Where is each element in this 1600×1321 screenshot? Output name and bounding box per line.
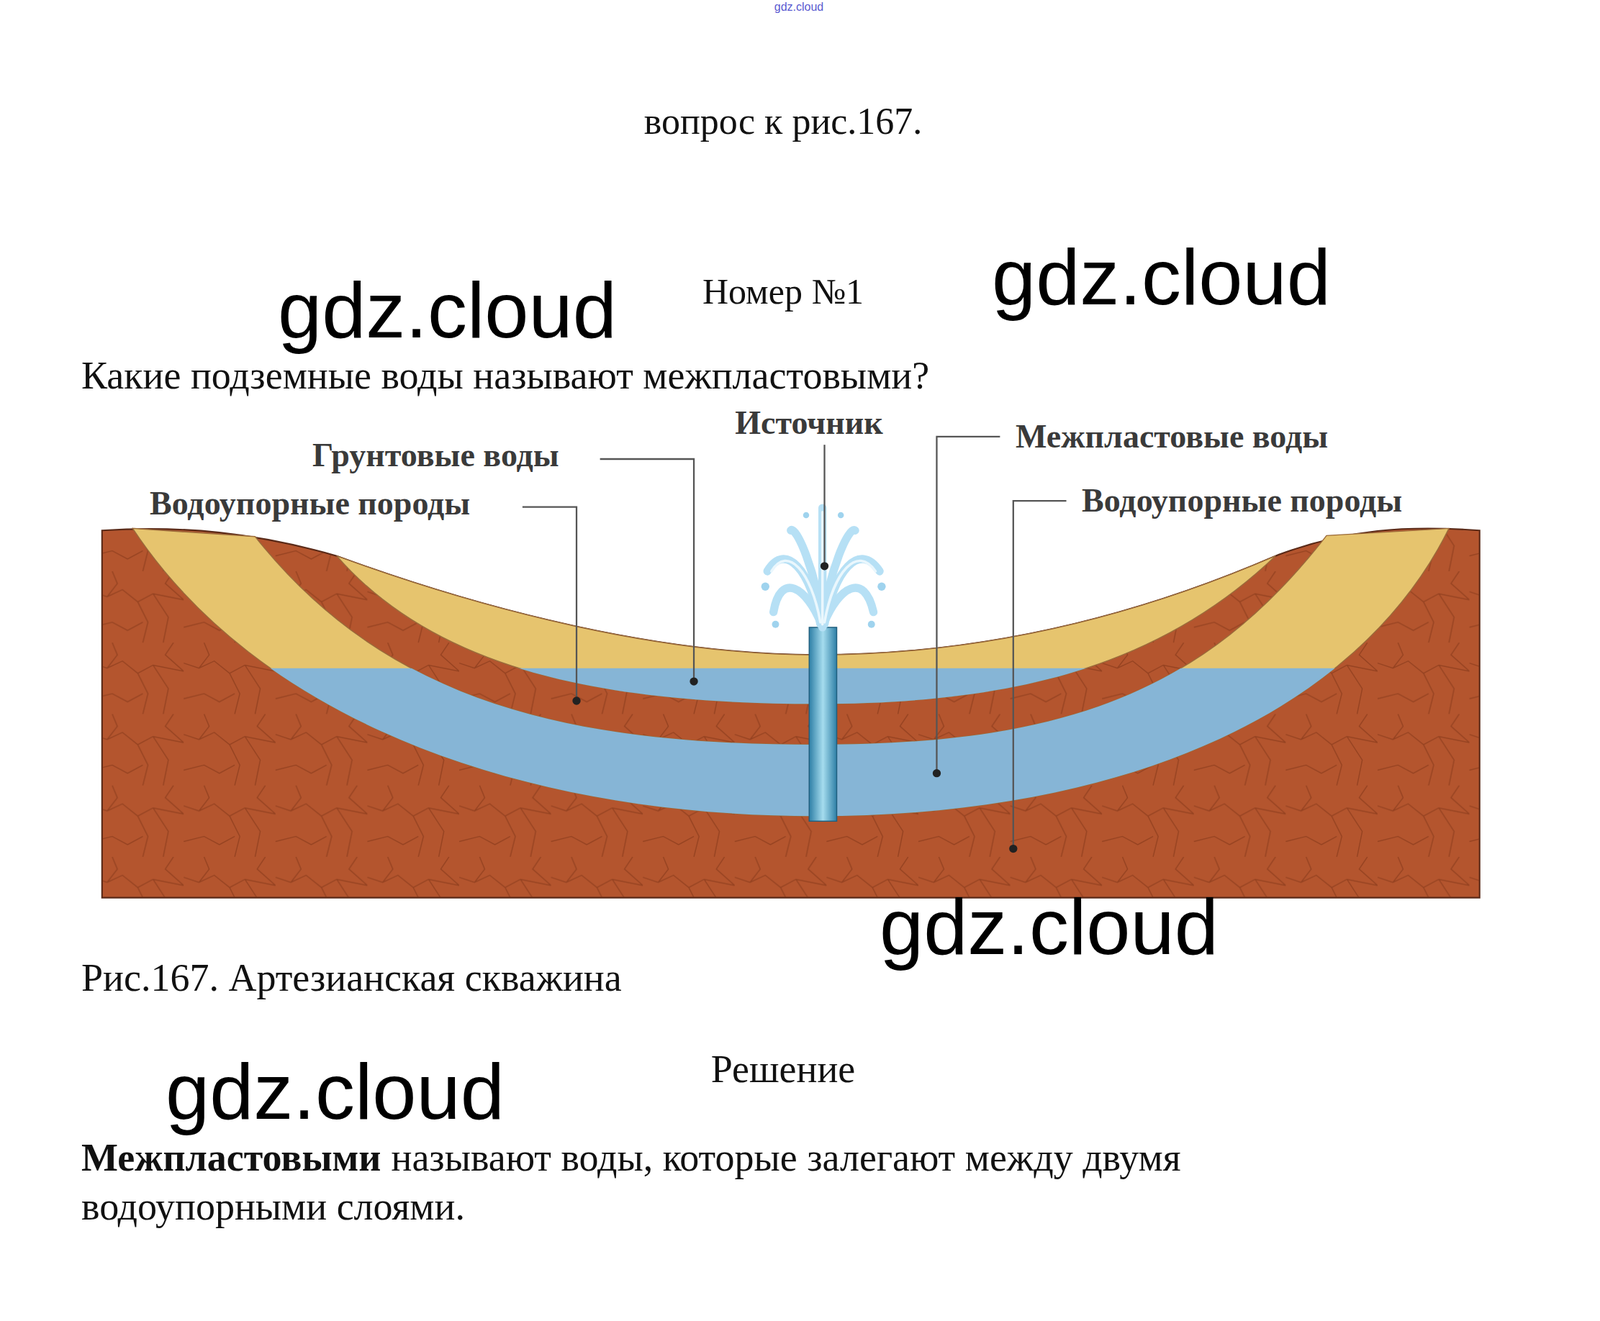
callout-label: Водоупорные породы xyxy=(149,487,470,521)
watermark: gdz.cloud xyxy=(774,1,825,13)
watermark: gdz.cloud xyxy=(165,1052,505,1132)
callout-label: Водоупорные породы xyxy=(1081,484,1403,518)
page-heading: вопрос к рис.167. xyxy=(644,102,923,141)
callout-label: Грунтовые воды xyxy=(312,439,560,473)
question-text: Какие подземные воды называют межпластов… xyxy=(81,356,930,396)
callout-label: Межпластовые воды xyxy=(1015,420,1328,454)
answer-paragraph: Межпластовыминазывают воды, которые зале… xyxy=(81,1133,1377,1232)
well-pipe xyxy=(808,627,837,822)
callout-label: Источник xyxy=(734,406,883,440)
rock-section xyxy=(102,528,1480,898)
fountain xyxy=(761,508,887,629)
figure-caption: Рис.167. Артезианская скважина xyxy=(81,958,622,998)
leader-dots xyxy=(572,562,1018,853)
exercise-number: Номер №1 xyxy=(702,273,864,310)
watermark: gdz.cloud xyxy=(277,270,617,350)
leader-lines xyxy=(522,436,1067,850)
answer-term: Межпластовыми xyxy=(81,1136,381,1180)
watermark: gdz.cloud xyxy=(991,237,1331,317)
watermark: gdz.cloud xyxy=(879,887,1219,967)
solution-heading: Решение xyxy=(711,1050,856,1089)
